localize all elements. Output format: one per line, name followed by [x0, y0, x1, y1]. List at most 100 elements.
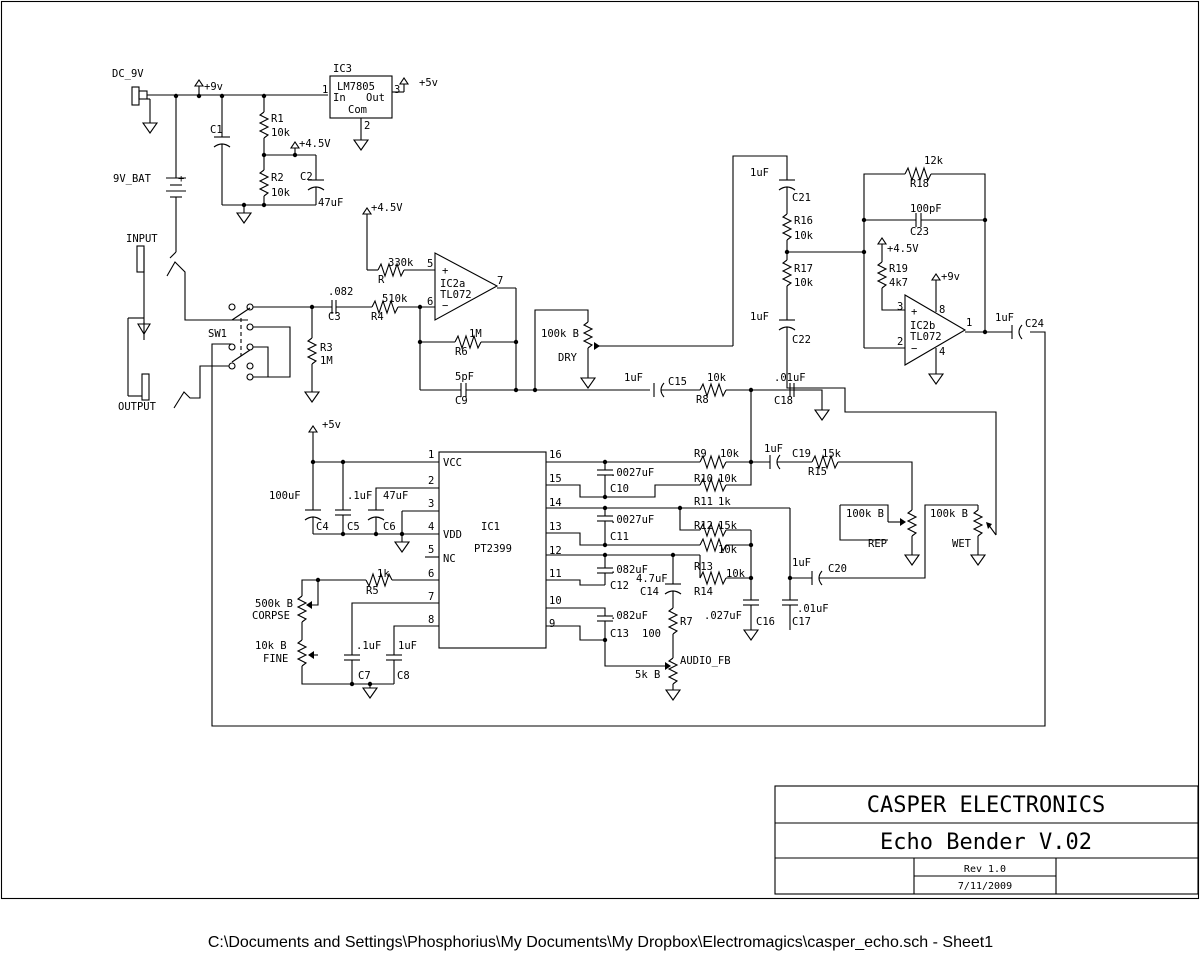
label-c20: C20 [828, 563, 847, 575]
label-ic3-com: Com [348, 104, 367, 116]
label-pin14: 14 [549, 497, 562, 509]
io-section [127, 245, 1046, 727]
mix-section [778, 166, 1023, 535]
title-project: Echo Bender V.02 [880, 830, 1092, 855]
label-c10: C10 [610, 483, 629, 495]
label-pin2: 2 [428, 475, 434, 487]
label-c4: C4 [316, 521, 329, 533]
delay-section [296, 382, 997, 701]
label-ic2a-plus: + [442, 265, 448, 277]
label-c5v: .1uF [347, 490, 372, 502]
label-c6v: 47uF [383, 490, 408, 502]
label-r2: R2 [271, 172, 284, 184]
label-c8: C8 [397, 670, 410, 682]
label-r16: R16 [794, 215, 813, 227]
label-plus5v: +5v [419, 77, 438, 89]
title-date: 7/11/2009 [958, 881, 1012, 892]
label-ic1-vcc: VCC [443, 457, 462, 469]
label-pin7: 7 [428, 591, 434, 603]
label-ic3-p1: 1 [322, 84, 328, 96]
label-r1: R1 [271, 113, 284, 125]
label-dry: DRY [558, 352, 578, 364]
label-r3v: 1M [320, 355, 333, 367]
label-r11: R11 [694, 496, 713, 508]
label-r330: R [378, 274, 385, 286]
label-ic3-part: LM7805 [337, 81, 375, 93]
label-c11: C11 [610, 531, 629, 543]
label-ic2b-p3: 3 [897, 301, 903, 313]
label-wet: WET [952, 538, 972, 550]
label-c15: C15 [668, 376, 687, 388]
label-pin8: 8 [428, 614, 434, 626]
label-ic2b-plus: + [911, 306, 917, 318]
label-c2v: 47uF [318, 197, 343, 209]
label-c14: C14 [640, 586, 659, 598]
label-pin6: 6 [428, 568, 434, 580]
label-c17v: .01uF [797, 603, 829, 615]
label-c13: C13 [610, 628, 629, 640]
label-r8: R8 [696, 394, 709, 406]
label-r4: R4 [371, 311, 384, 323]
label-output: OUTPUT [118, 401, 157, 413]
label-pin10: 10 [549, 595, 562, 607]
label-ic3-p2: 2 [364, 120, 370, 132]
label-ic2a: IC2a [440, 278, 465, 290]
label-sw1: SW1 [208, 328, 227, 340]
label-pin12: 12 [549, 545, 562, 557]
label-c2: C2 [300, 171, 313, 183]
label-ic2b-p1: 1 [966, 317, 972, 329]
label-c22v: 1uF [750, 311, 769, 323]
label-r18v: 12k [924, 155, 944, 167]
label-ic1-vdd: VDD [443, 529, 462, 541]
label-r9: R9 [694, 448, 707, 460]
file-path-footer: C:\Documents and Settings\Phosphorius\My… [207, 934, 994, 951]
label-bat: 9V_BAT [113, 173, 152, 185]
label-input: INPUT [126, 233, 158, 245]
label-r6: R6 [455, 346, 468, 358]
label-r14v: 10k [726, 568, 746, 580]
label-r15v: 15k [822, 448, 842, 460]
label-pin4: 4 [428, 521, 434, 533]
label-pin11: 11 [549, 568, 562, 580]
label-c3: C3 [328, 311, 341, 323]
label-r4v: 510k [382, 293, 408, 305]
label-ic2a-p6: 6 [427, 296, 433, 308]
label-repv: 100k B [846, 508, 884, 520]
label-plus45a: +4.5V [299, 138, 331, 150]
label-c19: C19 [792, 448, 811, 460]
label-r9v: 10k [720, 448, 740, 460]
label-corpsev: 500k B [255, 598, 293, 610]
label-ic1: IC1 [481, 521, 500, 533]
label-c20v: 1uF [792, 557, 811, 569]
label-fine: FINE [263, 653, 288, 665]
label-ic2b: IC2b [910, 320, 935, 332]
title-company: CASPER ELECTRONICS [867, 793, 1105, 818]
label-dryv: 100k B [541, 328, 579, 340]
label-c21: C21 [792, 192, 811, 204]
label-c4v: 100uF [269, 490, 301, 502]
label-r16v: 10k [794, 230, 814, 242]
label-r15: R15 [808, 466, 827, 478]
label-r10: R10 [694, 473, 713, 485]
sheet-border [0, 0, 1200, 900]
label-r10v: 10k [718, 473, 738, 485]
label-ic2a-p5: 5 [427, 258, 433, 270]
label-c5: C5 [347, 521, 360, 533]
label-r2v: 10k [271, 187, 291, 199]
label-r17v: 10k [794, 277, 814, 289]
label-r19: R19 [889, 263, 908, 275]
label-r11v: 1k [718, 496, 731, 508]
label-ic3: IC3 [333, 63, 352, 75]
label-c10v: .0027uF [610, 467, 654, 479]
label-wetv: 100k B [930, 508, 968, 520]
label-c12v: .082uF [610, 564, 648, 576]
label-c7: C7 [358, 670, 371, 682]
label-r18: R18 [910, 178, 929, 190]
label-c14v: 4.7uF [636, 573, 668, 585]
label-c16v: .027uF [704, 610, 742, 622]
label-plus45b: +4.5V [371, 202, 403, 214]
label-plus5v-b: +5v [322, 419, 341, 431]
label-r17: R17 [794, 263, 813, 275]
label-r12: R12 [694, 520, 713, 532]
label-r3: R3 [320, 342, 333, 354]
